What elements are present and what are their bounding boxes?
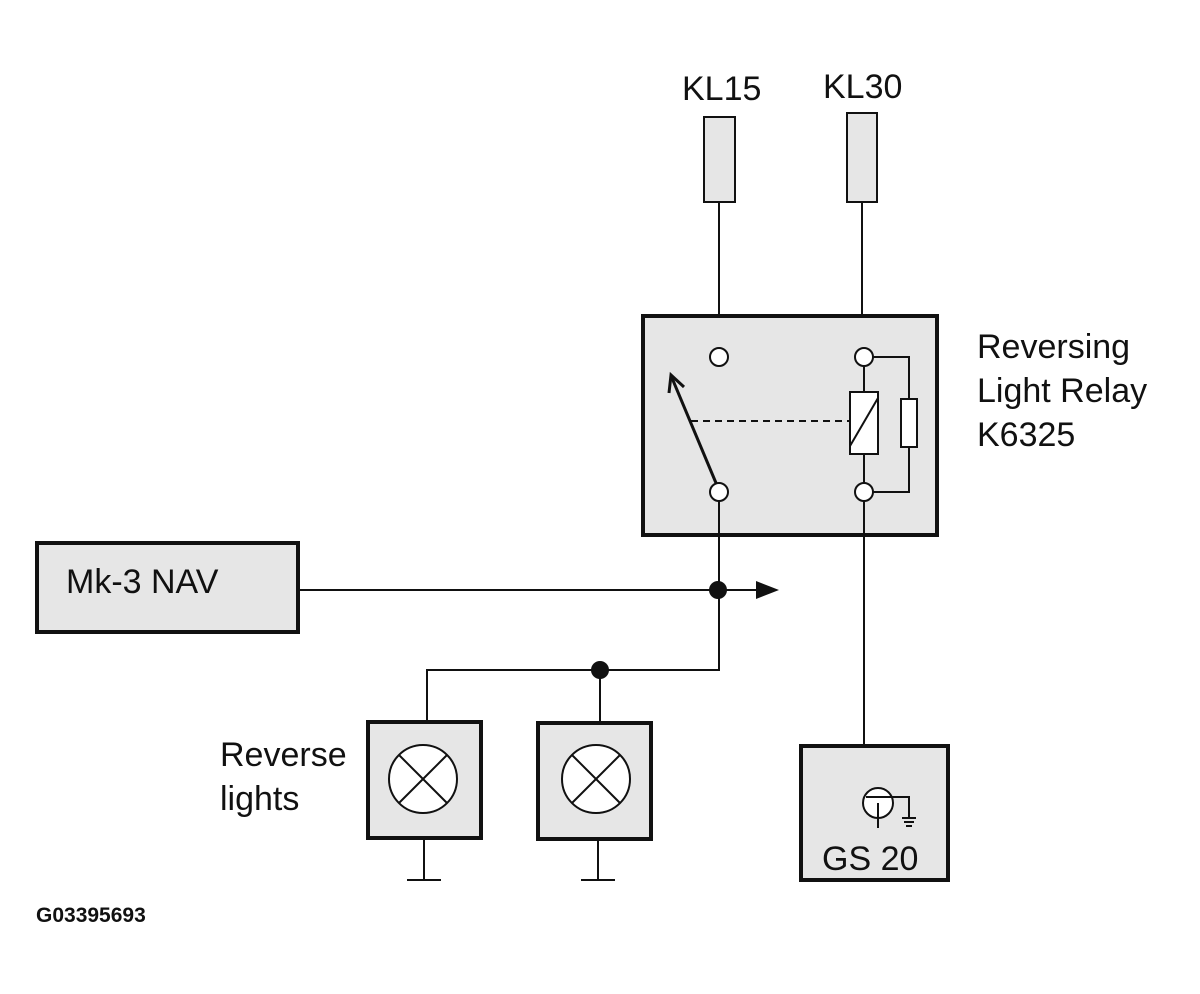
reverse-lights-feed xyxy=(426,590,720,722)
reverse-lights-label-line2: lights xyxy=(220,780,299,818)
resistor-wire-bottom xyxy=(873,447,910,493)
resistor-wire xyxy=(873,356,910,399)
relay-label-line1: Reversing xyxy=(977,328,1130,366)
lamp-cross-b xyxy=(398,754,448,804)
nav-signal-arrow xyxy=(756,581,779,599)
relay-box xyxy=(641,314,939,537)
relay-switch-arrowhead xyxy=(667,371,686,394)
relay-contact-kl15 xyxy=(709,347,729,367)
relay-label-line2: Light Relay xyxy=(977,372,1147,410)
kl15-label: KL15 xyxy=(682,70,761,108)
junction-dot-lights xyxy=(591,661,609,679)
figure-code: G03395693 xyxy=(36,904,146,927)
lamp-cross-b xyxy=(571,754,621,804)
gs20-label: GS 20 xyxy=(822,840,918,878)
kl30-fuse xyxy=(846,112,878,203)
nav-box xyxy=(35,541,300,634)
relay-contact-coil-out xyxy=(854,482,874,502)
transistor-ground-wire xyxy=(890,796,910,818)
relay-contact-kl30 xyxy=(854,347,874,367)
reverse-lights-label-line1: Reverse xyxy=(220,736,347,774)
relay-switch-arm xyxy=(670,377,718,484)
nav-label: Mk-3 NAV xyxy=(66,563,219,601)
relay-contact-output xyxy=(709,482,729,502)
kl15-fuse xyxy=(703,116,736,203)
kl30-label: KL30 xyxy=(823,68,902,106)
relay-resistor xyxy=(900,398,918,448)
relay-label-line3: K6325 xyxy=(977,416,1075,454)
relay-coil-diagonal xyxy=(849,397,879,447)
